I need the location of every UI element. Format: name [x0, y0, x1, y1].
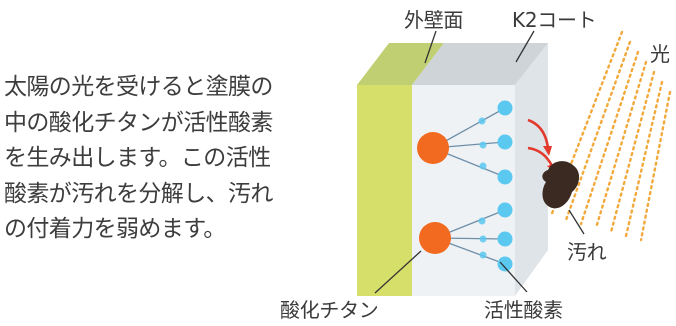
callout-lines: [374, 30, 585, 294]
dirt-arrowhead-top: [543, 146, 552, 156]
active-oxygen-small: [478, 217, 486, 225]
callout-titanium-oxide: [374, 250, 422, 294]
coat-side-face: [515, 43, 548, 296]
description-line-2: 中の酸化チタンが活性酸素: [4, 109, 273, 136]
active-oxygen-small: [479, 235, 487, 243]
active-oxygen-particle: [497, 256, 513, 272]
description-line-3: を生み出します。この活性: [4, 145, 271, 171]
light-ray: [639, 90, 672, 242]
dirt-group: [527, 118, 580, 209]
dirt-arrow-top: [527, 118, 550, 149]
label-titanium-oxide: 酸化チタン: [280, 298, 379, 322]
light-ray: [564, 40, 632, 222]
label-outer-wall: 外壁面: [404, 8, 464, 32]
wall-top-face: [357, 43, 444, 85]
description-text: 太陽の光を受けると塗膜の 中の酸化チタンが活性酸素 を生み出します。この活性 酸…: [4, 70, 340, 248]
light-ray: [609, 70, 656, 234]
light-ray: [624, 80, 664, 238]
titanium-oxide-particle: [417, 132, 449, 164]
active-oxygen-small: [478, 117, 486, 125]
dirt-blob: [542, 161, 580, 209]
active-oxygen-particle: [497, 202, 513, 218]
callout-k2-coat: [515, 30, 535, 63]
wall-block: [357, 43, 548, 296]
label-k2-coat: K2コート: [512, 8, 597, 32]
molecules: [417, 100, 513, 272]
dirt-arrow-bottom: [527, 146, 554, 167]
coat-top-face: [412, 43, 548, 85]
description-line-5: の付着力を弱めます。: [4, 216, 226, 242]
callout-outer-wall: [424, 30, 437, 64]
label-light: 光: [650, 42, 670, 66]
active-oxygen-particle: [497, 134, 513, 150]
light-rays: [549, 30, 672, 242]
description-line-4: 酸素が汚れを分解し、汚れ: [4, 180, 273, 207]
light-ray: [594, 60, 648, 230]
active-oxygen-small: [479, 251, 487, 259]
label-active-oxygen: 活性酸素: [484, 298, 563, 322]
active-oxygen-particle: [497, 100, 513, 116]
active-oxygen-particle: [497, 169, 513, 185]
active-oxygen-small: [479, 141, 487, 149]
callout-dirt: [568, 209, 585, 235]
light-ray: [579, 50, 640, 226]
titanium-oxide-particle: [419, 222, 451, 254]
wall-front-face: [357, 85, 412, 296]
active-oxygen-small: [479, 162, 487, 170]
description-line-1: 太陽の光を受けると塗膜の: [4, 74, 273, 100]
label-dirt: 汚れ: [567, 240, 607, 264]
active-oxygen-particle: [497, 231, 513, 247]
callout-active-oxygen: [499, 261, 528, 293]
